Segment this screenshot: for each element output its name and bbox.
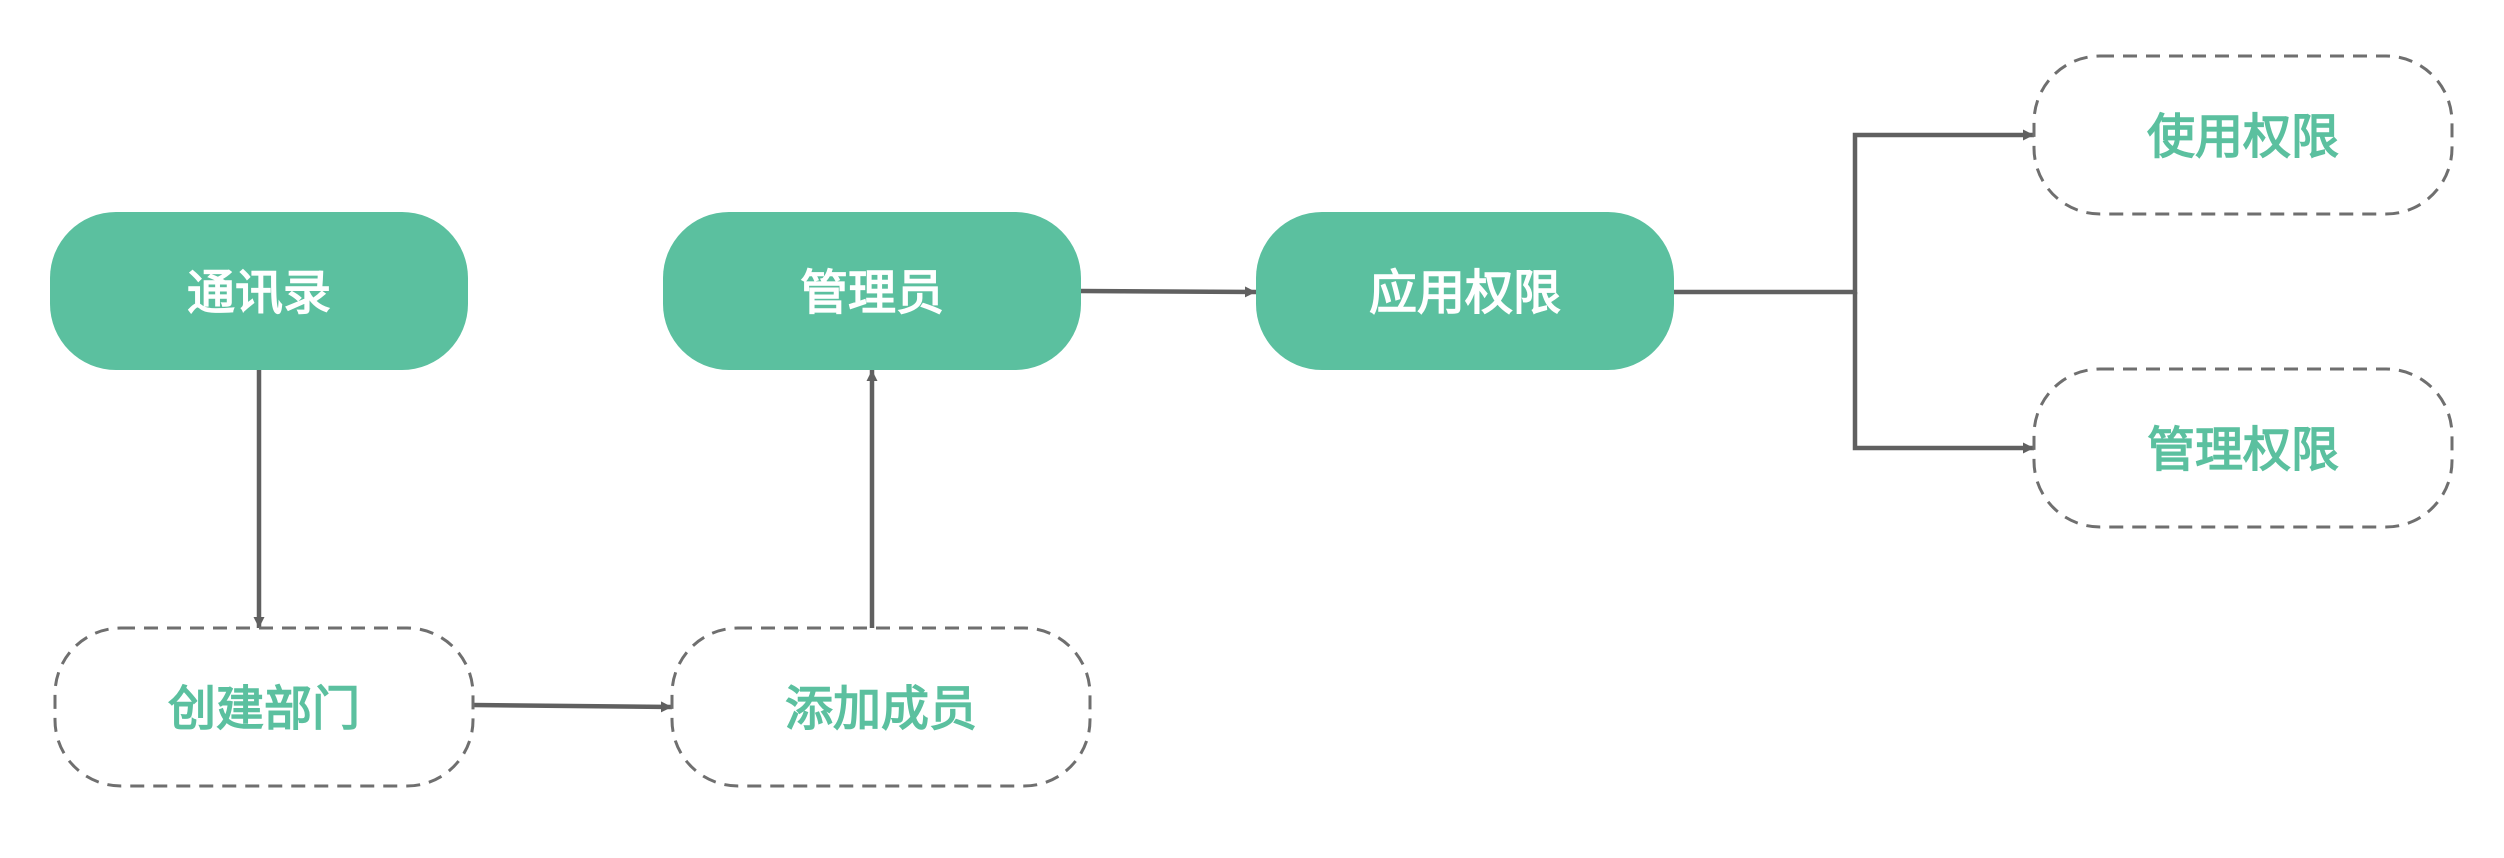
nodes-layer: 通讯录 创建部门 添加成员 管理员 应用权限 使用权限 管理权限 [50, 54, 2454, 788]
node-add-member[interactable]: 添加成员 [670, 626, 1092, 788]
edge-create-department-to-add-member [472, 701, 673, 713]
node-contacts-label: 通讯录 [187, 265, 331, 321]
node-create-department[interactable]: 创建部门 [53, 626, 475, 788]
node-use-permission-shape [2032, 54, 2454, 216]
edges-layer [253, 129, 2034, 713]
node-admin-label: 管理员 [800, 265, 944, 321]
node-use-permission-label: 使用权限 [2147, 109, 2339, 165]
node-admin[interactable]: 管理员 [663, 212, 1081, 370]
node-contacts-shape [50, 212, 468, 370]
node-app-permission-shape [1256, 212, 1674, 370]
edge-app-permission-to-use-permission [1674, 129, 2034, 295]
node-create-department-label: 创建部门 [168, 681, 360, 737]
node-add-member-label: 添加成员 [785, 681, 977, 737]
node-app-permission[interactable]: 应用权限 [1256, 212, 1674, 370]
node-contacts[interactable]: 通讯录 [50, 212, 468, 370]
edge-admin-to-app-permission [1080, 286, 1257, 298]
node-create-department-shape [53, 626, 475, 788]
node-manage-permission[interactable]: 管理权限 [2032, 367, 2454, 529]
node-add-member-shape [670, 626, 1092, 788]
node-app-permission-label: 应用权限 [1369, 265, 1561, 321]
node-manage-permission-label: 管理权限 [2147, 422, 2339, 478]
node-manage-permission-shape [2032, 367, 2454, 529]
node-use-permission[interactable]: 使用权限 [2032, 54, 2454, 216]
edge-app-permission-to-manage-permission [1852, 292, 2034, 454]
node-admin-shape [663, 212, 1081, 370]
